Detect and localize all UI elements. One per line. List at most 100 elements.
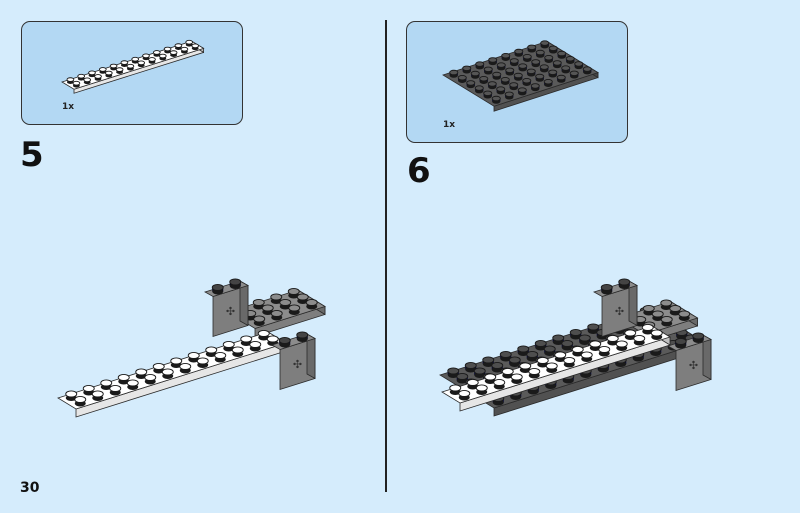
stud xyxy=(77,73,86,81)
stud xyxy=(482,356,495,368)
stud xyxy=(152,50,161,57)
stud xyxy=(539,64,549,73)
stud xyxy=(252,298,265,310)
stud xyxy=(492,71,502,80)
stud xyxy=(501,52,511,61)
stud xyxy=(249,340,262,352)
stud xyxy=(548,69,558,78)
stud xyxy=(505,67,515,76)
axle-hole-icon: ✣ xyxy=(226,305,235,318)
stud xyxy=(508,356,521,368)
stud xyxy=(531,59,541,68)
stud xyxy=(98,67,107,74)
stud xyxy=(650,329,663,341)
stud xyxy=(161,368,174,380)
stud xyxy=(169,50,178,57)
stud xyxy=(678,310,691,322)
stud xyxy=(491,95,501,104)
stud xyxy=(535,73,545,82)
stud xyxy=(211,283,224,295)
stud xyxy=(94,74,102,81)
stud xyxy=(229,278,242,290)
stud xyxy=(464,361,477,373)
stud xyxy=(66,77,75,84)
stud xyxy=(589,340,602,352)
stud xyxy=(660,299,673,311)
white-plate-2x12 xyxy=(57,329,287,418)
stud xyxy=(270,309,283,321)
stud xyxy=(496,86,506,95)
stud xyxy=(692,332,705,344)
step-number: 6 xyxy=(407,151,431,191)
stud xyxy=(491,361,504,373)
stud xyxy=(214,351,227,363)
stud xyxy=(152,362,165,374)
stud xyxy=(83,77,92,85)
stud xyxy=(479,75,489,84)
stud xyxy=(561,339,574,351)
stud xyxy=(72,80,81,88)
stud xyxy=(305,298,318,310)
stud xyxy=(65,390,78,402)
stud xyxy=(231,346,244,358)
stud xyxy=(126,63,135,71)
stud xyxy=(504,91,514,100)
stud xyxy=(513,72,523,81)
stud xyxy=(556,74,566,83)
stud xyxy=(571,345,584,357)
stud xyxy=(174,43,183,50)
stud xyxy=(578,334,591,346)
stud xyxy=(458,389,471,401)
stud xyxy=(496,62,506,71)
stud xyxy=(633,334,646,346)
stud xyxy=(135,368,148,380)
stud xyxy=(449,384,462,396)
light-gray-brick: ✣ xyxy=(666,332,713,392)
stud xyxy=(180,46,189,54)
stud xyxy=(296,293,309,305)
stud xyxy=(100,379,113,391)
stud xyxy=(74,395,87,407)
stud xyxy=(600,283,613,295)
stud xyxy=(618,278,631,290)
axle-hole-icon: ✣ xyxy=(689,359,698,372)
part-quantity: 1x xyxy=(62,102,75,112)
stud xyxy=(91,390,104,402)
stud xyxy=(518,63,528,72)
stud xyxy=(487,81,497,90)
stud xyxy=(462,65,472,74)
stud xyxy=(651,310,664,322)
stud xyxy=(509,58,519,67)
stud xyxy=(270,293,283,305)
stud xyxy=(522,77,532,86)
stud xyxy=(510,373,523,385)
stud xyxy=(552,334,565,346)
stud xyxy=(483,90,493,99)
stud xyxy=(187,351,200,363)
stud xyxy=(527,44,537,53)
page-number: 30 xyxy=(20,480,40,496)
stud xyxy=(514,48,524,57)
stud xyxy=(466,378,479,390)
stud xyxy=(561,65,571,74)
stud xyxy=(526,68,536,77)
stud xyxy=(170,357,183,369)
stud xyxy=(574,61,584,70)
stud xyxy=(196,357,209,369)
stud xyxy=(582,66,592,75)
stud xyxy=(474,85,484,94)
dark-gray-plate-6x8-part xyxy=(442,40,599,112)
stud xyxy=(185,39,194,47)
stud xyxy=(109,384,122,396)
white-plate-2x12-part xyxy=(61,39,205,94)
stud xyxy=(534,339,547,351)
stud xyxy=(615,340,628,352)
stud xyxy=(569,328,582,340)
stud xyxy=(279,298,292,310)
stud xyxy=(109,63,118,71)
stud xyxy=(669,304,682,316)
step-divider xyxy=(385,20,387,492)
stud xyxy=(598,345,611,357)
stud xyxy=(548,45,558,54)
